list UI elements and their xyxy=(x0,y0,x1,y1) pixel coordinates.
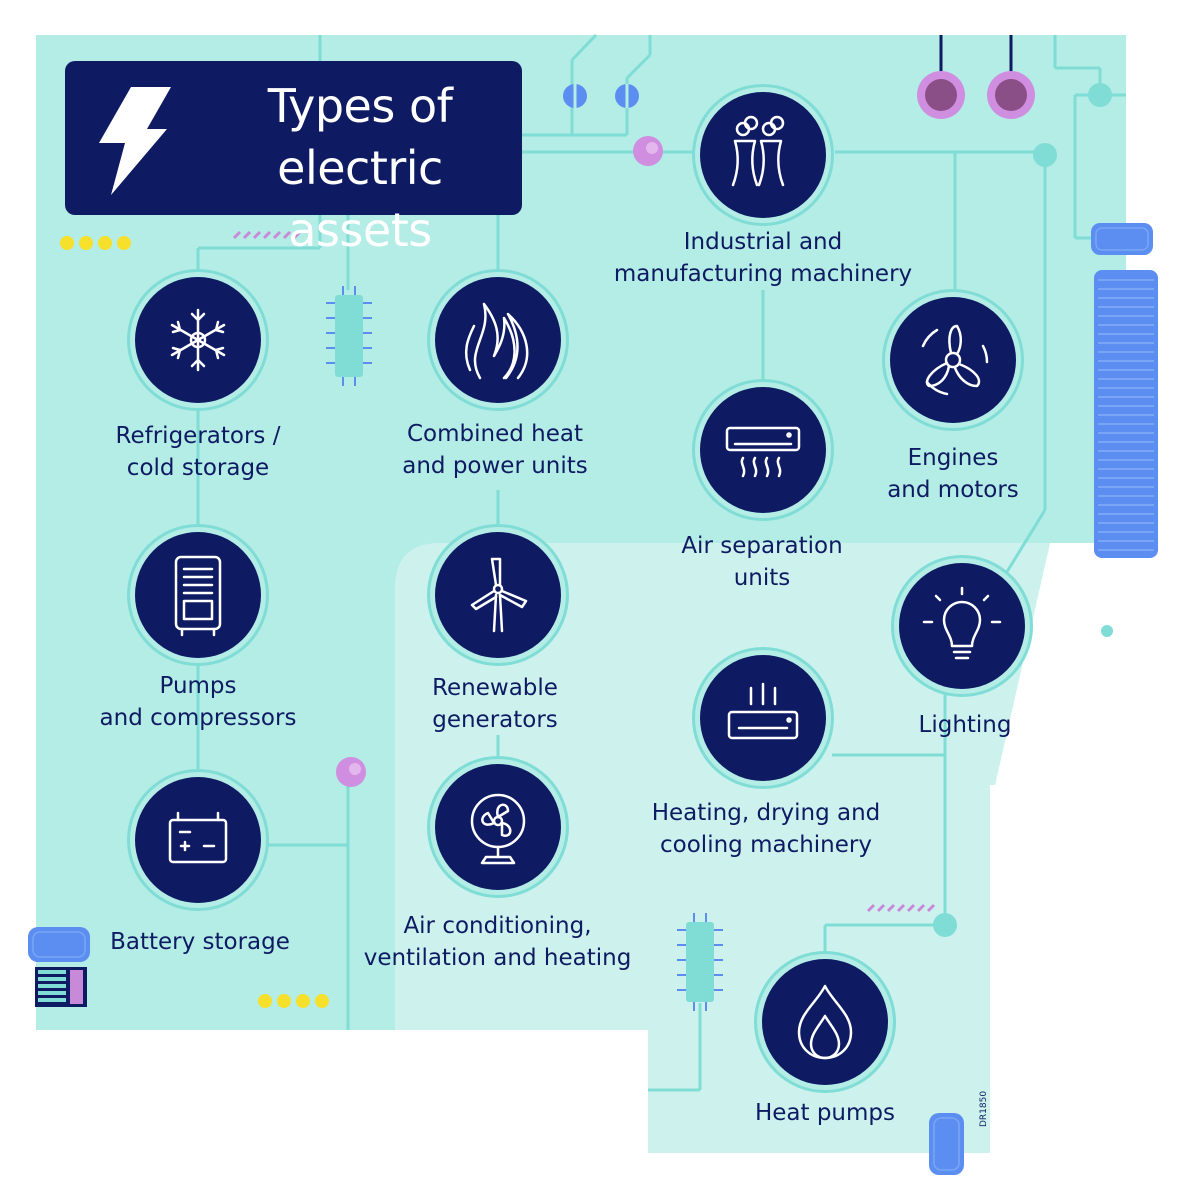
asset-node-renewable xyxy=(427,524,569,666)
label-line: cold storage xyxy=(126,455,270,481)
label-line: Renewable xyxy=(432,675,558,701)
asset-circle xyxy=(435,764,561,890)
cooling-towers-icon xyxy=(731,115,785,187)
label-pumps: Pumps and compressors xyxy=(88,670,308,734)
label-line: Heating, drying and xyxy=(651,800,881,826)
label-heating: Heating, drying and cooling machinery xyxy=(636,797,896,861)
asset-circle xyxy=(899,563,1025,689)
asset-circle xyxy=(135,777,261,903)
asset-node-heat_pumps xyxy=(754,951,896,1093)
heater-unit-icon xyxy=(727,682,799,740)
asset-node-refrigerators xyxy=(127,269,269,411)
flames-icon xyxy=(464,302,529,380)
asset-node-pumps xyxy=(127,524,269,666)
label-line: units xyxy=(733,565,791,591)
asset-node-air_separation xyxy=(692,379,834,521)
label-line: generators xyxy=(432,707,558,733)
label-line: Lighting xyxy=(918,712,1012,738)
flame-icon xyxy=(797,984,853,1060)
label-line: Air conditioning, xyxy=(403,913,592,939)
asset-circle xyxy=(700,655,826,781)
title-line-1: Types of xyxy=(267,79,453,133)
label-battery: Battery storage xyxy=(100,926,300,958)
label-industrial: Industrial and manufacturing machinery xyxy=(608,226,918,290)
label-line: Combined heat xyxy=(406,421,583,447)
snowflake-icon xyxy=(170,308,226,372)
label-line: manufacturing machinery xyxy=(613,261,913,287)
label-heat-pumps: Heat pumps xyxy=(740,1097,910,1129)
label-renewable: Renewable generators xyxy=(400,672,590,736)
label-engines: Engines and motors xyxy=(868,442,1038,506)
title-box: Types of electric assets xyxy=(65,61,522,257)
label-line: Refrigerators / xyxy=(115,423,281,449)
fan-icon xyxy=(470,793,526,865)
title-line-2: electric assets xyxy=(277,141,443,257)
asset-node-battery xyxy=(127,769,269,911)
asset-circle xyxy=(762,959,888,1085)
label-air-separation: Air separation units xyxy=(667,530,857,594)
asset-node-heating xyxy=(692,647,834,789)
label-line: Battery storage xyxy=(110,929,290,955)
label-line: Engines xyxy=(907,445,999,471)
asset-circle xyxy=(135,532,261,658)
document-code: DR1850 xyxy=(979,1090,990,1128)
air-unit-icon xyxy=(725,426,801,478)
asset-circle xyxy=(890,297,1016,423)
asset-node-chp xyxy=(427,269,569,411)
label-line: Heat pumps xyxy=(754,1100,896,1126)
battery-icon xyxy=(168,811,228,864)
label-chp: Combined heat and power units xyxy=(390,418,600,482)
propeller-icon xyxy=(921,324,989,396)
label-line: ventilation and heating xyxy=(363,945,632,971)
label-line: cooling machinery xyxy=(660,832,872,858)
lightning-bolt-icon xyxy=(99,87,171,195)
label-line: and motors xyxy=(887,477,1019,503)
asset-node-lighting xyxy=(891,555,1033,697)
compressor-icon xyxy=(174,555,222,637)
label-line: Air separation xyxy=(681,533,843,559)
asset-node-hvac xyxy=(427,756,569,898)
label-refrigerators: Refrigerators / cold storage xyxy=(98,420,298,484)
page-title: Types of electric assets xyxy=(215,75,505,261)
label-line: and compressors xyxy=(99,705,297,731)
asset-node-engines xyxy=(882,289,1024,431)
label-line: Industrial and xyxy=(683,229,843,255)
asset-circle xyxy=(435,532,561,658)
label-line: and power units xyxy=(402,453,588,479)
label-line: Pumps xyxy=(159,673,237,699)
wind-turbine-icon xyxy=(470,557,528,633)
light-bulb-icon xyxy=(922,586,1002,660)
label-lighting: Lighting xyxy=(895,709,1035,741)
label-hvac: Air conditioning, ventilation and heatin… xyxy=(355,910,640,974)
asset-node-industrial xyxy=(692,84,834,226)
